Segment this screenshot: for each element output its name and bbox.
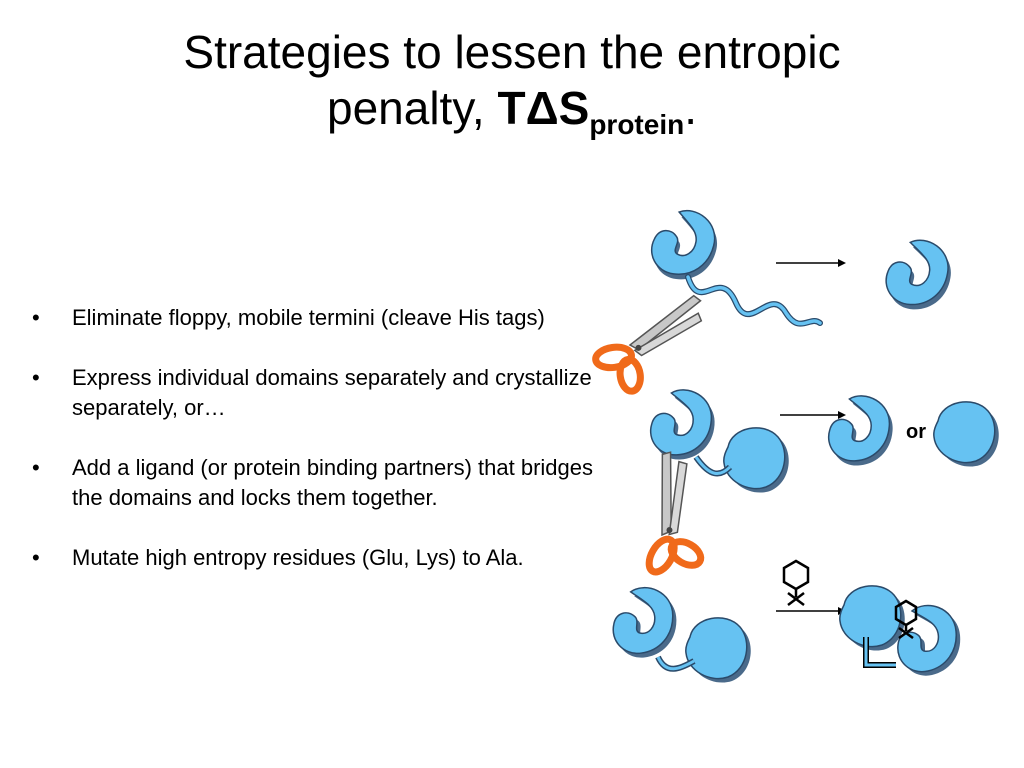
bullet-text: Express individual domains separately an…	[72, 365, 592, 420]
bullet-item: • Add a ligand (or protein binding partne…	[28, 453, 598, 513]
scissors-icon	[589, 295, 712, 396]
bullet-text: Mutate high entropy residues (Glu, Lys) …	[72, 545, 524, 570]
protein-domain-icon	[610, 584, 679, 661]
title-line-2: penalty, TΔSprotein.	[0, 80, 1024, 139]
protein-domain-icon	[897, 604, 961, 676]
bullet-marker: •	[32, 455, 40, 480]
round-domain-icon	[723, 427, 789, 493]
bullet-text: Add a ligand (or protein binding partner…	[72, 455, 593, 510]
round-domain-icon	[685, 617, 751, 683]
bullet-marker: •	[32, 305, 40, 330]
bullet-text: Eliminate floppy, mobile termini (cleave…	[72, 305, 545, 330]
protein-domain-icon	[880, 232, 958, 318]
domain-linker-inner	[694, 456, 732, 476]
bullet-item: • Mutate high entropy residues (Glu, Lys)…	[28, 543, 598, 573]
bullet-item: • Express individual domains separately a…	[28, 363, 598, 423]
protein-domain-icon	[824, 390, 898, 472]
bullet-item: • Eliminate floppy, mobile termini (cleav…	[28, 303, 598, 333]
floppy-terminus-shadow	[685, 274, 823, 327]
protein-domain-icon	[646, 384, 720, 466]
row-separate-domains	[609, 384, 999, 589]
domain-linker-inner	[656, 656, 695, 671]
title-subscript: protein	[589, 109, 685, 140]
round-domain-icon	[933, 401, 999, 467]
bullet-list: • Eliminate floppy, mobile termini (cleav…	[28, 303, 598, 603]
domain-linker-inner	[864, 637, 896, 667]
title-suffix: .	[684, 82, 697, 134]
ligand-icon	[782, 559, 810, 606]
entropy-symbol: TΔS	[497, 82, 590, 134]
or-label: or	[906, 421, 926, 443]
protein-domain-icon	[644, 201, 725, 290]
bound-ligand-icon	[894, 599, 918, 640]
arrow-head-icon	[838, 411, 846, 419]
floppy-terminus	[686, 275, 822, 326]
arrow-head-icon	[838, 259, 846, 267]
bullet-marker: •	[32, 545, 40, 570]
strategy-diagram	[570, 201, 999, 683]
title-line-1: Strategies to lessen the entropic	[183, 26, 841, 78]
row-cleave-termini	[589, 201, 958, 396]
bullet-marker: •	[32, 365, 40, 390]
slide-title: Strategies to lessen the entropic penalt…	[0, 24, 1024, 139]
row-ligand-bridge	[610, 559, 961, 683]
title-prefix: penalty,	[327, 82, 498, 134]
